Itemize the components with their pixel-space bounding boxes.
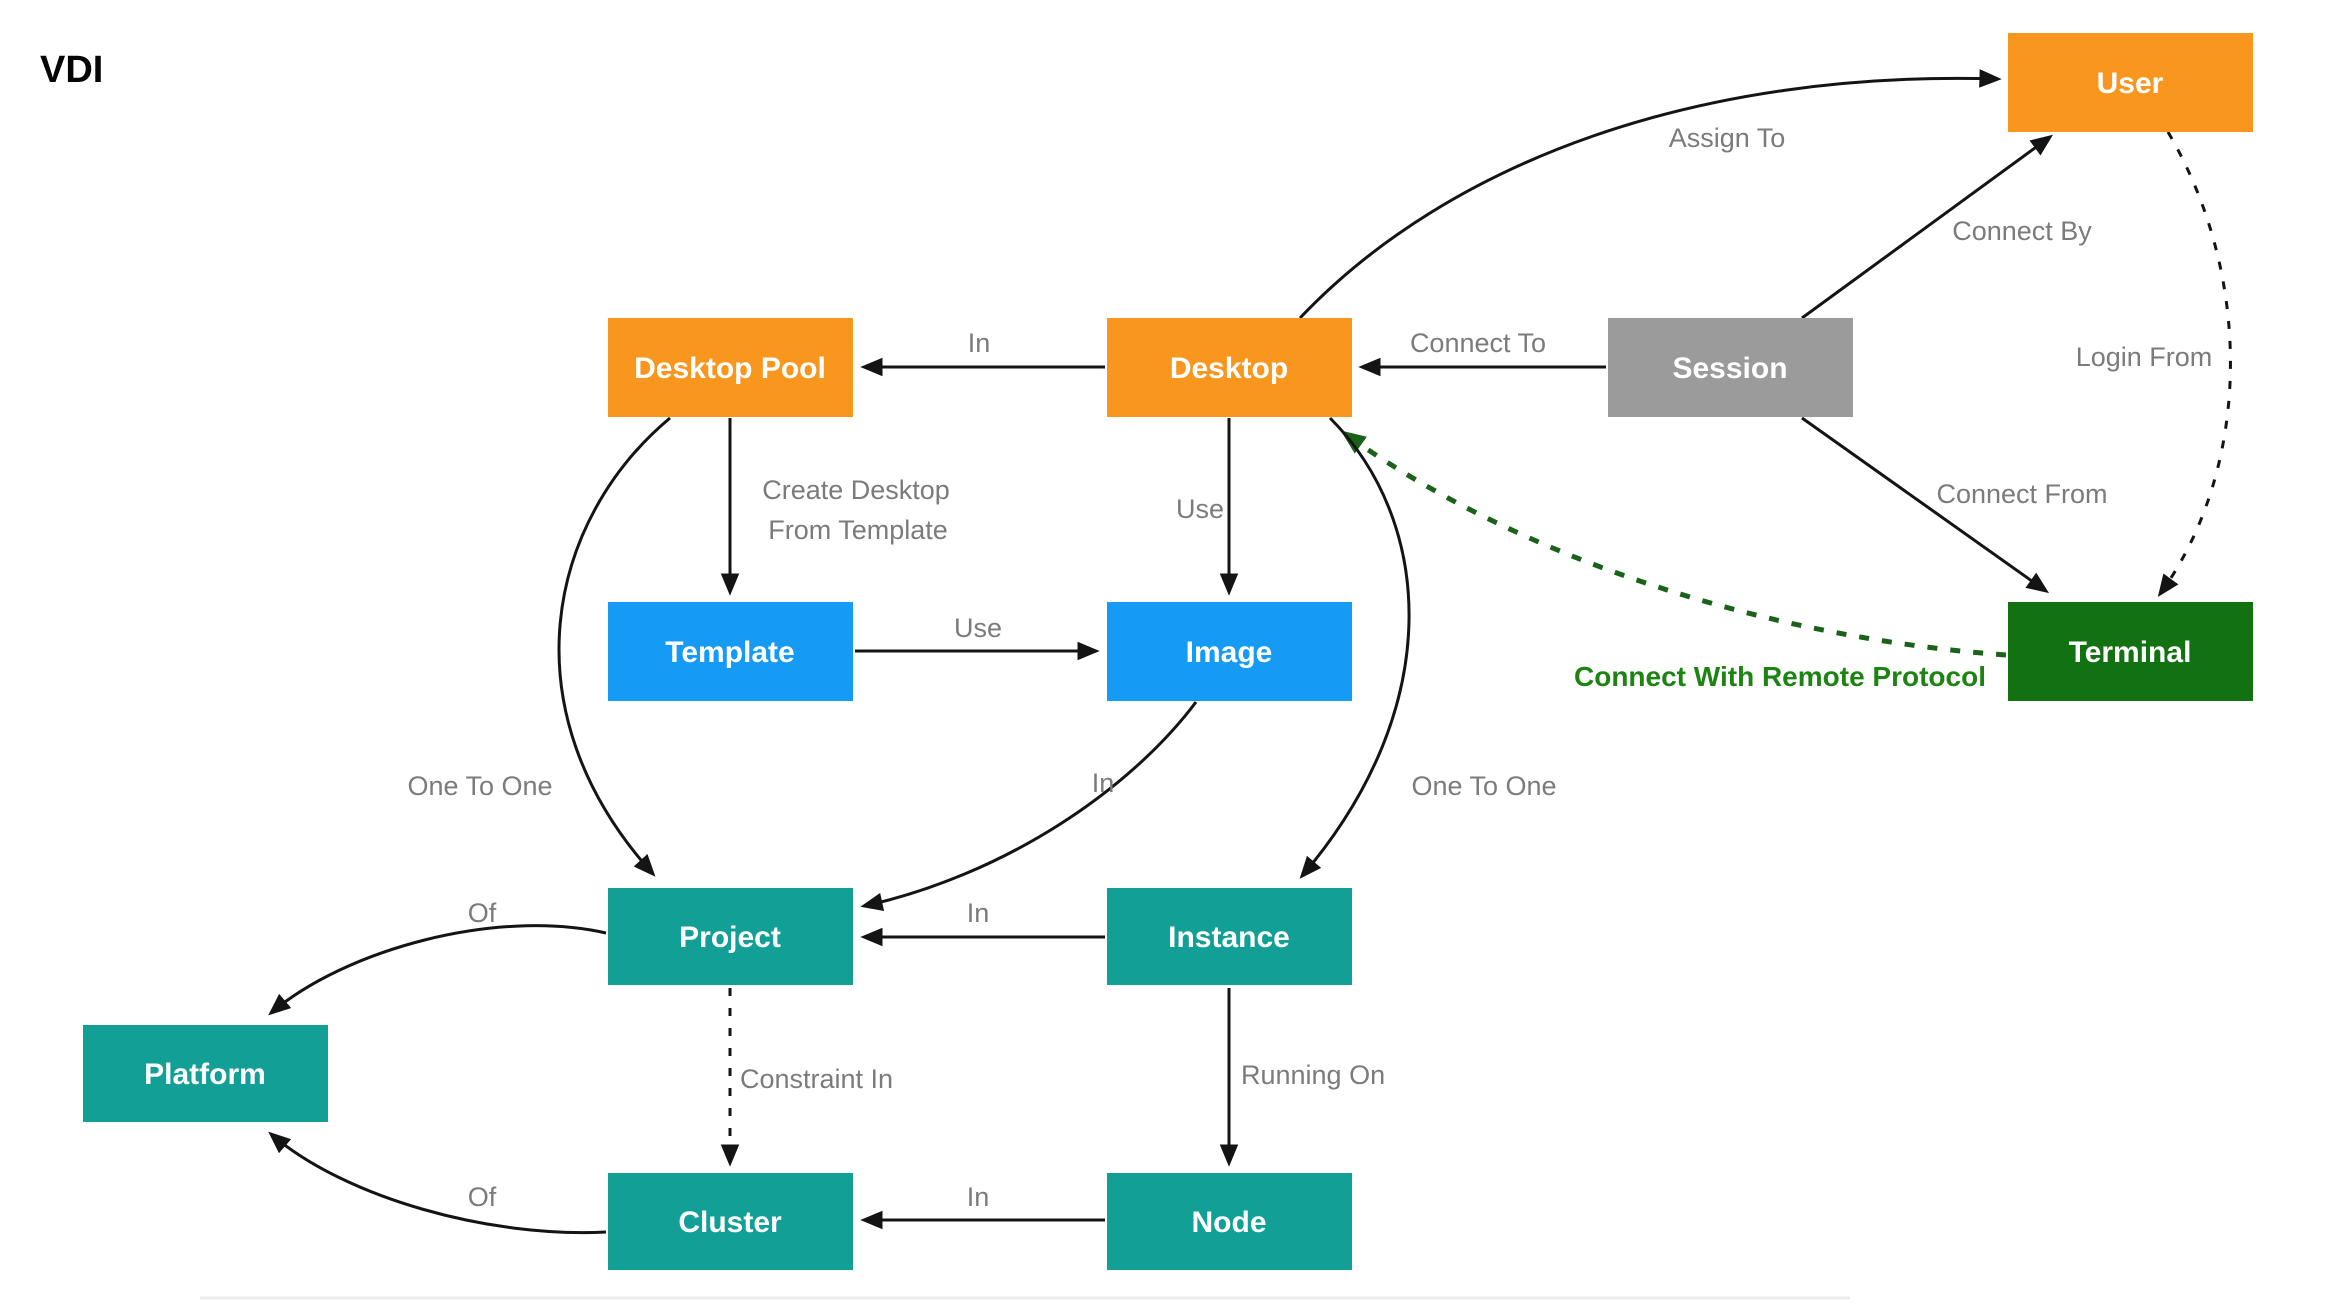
edge-label-constraint-in: Constraint In bbox=[740, 1064, 893, 1094]
edge-label-connect-by: Connect By bbox=[1952, 216, 2092, 246]
node-desktop-pool-box bbox=[608, 318, 853, 417]
node-cluster: Cluster bbox=[608, 1173, 853, 1270]
node-cluster-box bbox=[608, 1173, 853, 1270]
edge-label-in-instance-project: In bbox=[967, 898, 990, 928]
edge-label-one-to-one-left: One To One bbox=[407, 771, 552, 801]
edge-of-cluster-platform bbox=[268, 1131, 607, 1235]
node-template-label: Template bbox=[665, 636, 794, 669]
edge-label-use-desktop-image: Use bbox=[1176, 494, 1224, 524]
edge-connect-from bbox=[1801, 416, 2050, 594]
node-session: Session bbox=[1608, 318, 1853, 417]
edge-label-in-image-project: In bbox=[1092, 768, 1115, 798]
node-user: User bbox=[2008, 33, 2253, 132]
edge-label-of-bottom: Of bbox=[468, 1182, 497, 1212]
node-node-box bbox=[1107, 1173, 1352, 1270]
edge-label-connect-with-remote-protocol: Connect With Remote Protocol bbox=[1574, 661, 1986, 692]
node-desktop-pool-label: Desktop Pool bbox=[634, 352, 826, 385]
node-session-box bbox=[1608, 318, 1853, 417]
edge-one-to-one-pool-project bbox=[557, 416, 671, 877]
node-instance-label: Instance bbox=[1168, 921, 1290, 954]
node-platform-label: Platform bbox=[144, 1058, 266, 1091]
node-template-box bbox=[608, 602, 853, 701]
edge-label-connect-from: Connect From bbox=[1936, 479, 2107, 509]
edge-label-in-desktop-pool: In bbox=[968, 328, 991, 358]
node-cluster-label: Cluster bbox=[678, 1206, 782, 1239]
edge-label-assign-to: Assign To bbox=[1669, 123, 1786, 153]
node-project: Project bbox=[608, 888, 853, 985]
node-desktop-box bbox=[1107, 318, 1352, 417]
node-image-box bbox=[1107, 602, 1352, 701]
node-project-box bbox=[608, 888, 853, 985]
edge-assign-to bbox=[1298, 69, 2002, 320]
node-desktop-pool: Desktop Pool bbox=[608, 318, 853, 417]
edge-of-project-platform bbox=[268, 924, 607, 1016]
edge-label-running-on: Running On bbox=[1241, 1060, 1385, 1090]
edges: Assign To Connect By Login From Connect … bbox=[268, 69, 2232, 1235]
edge-login-from bbox=[2157, 131, 2232, 598]
node-user-box bbox=[2008, 33, 2253, 132]
node-node-label: Node bbox=[1192, 1206, 1267, 1239]
edge-label-connect-to: Connect To bbox=[1410, 328, 1546, 358]
edge-label-in-node-cluster: In bbox=[967, 1182, 990, 1212]
page-title: VDI bbox=[40, 49, 103, 91]
edge-label-of-top: Of bbox=[468, 898, 497, 928]
edge-label-one-to-one-right: One To One bbox=[1411, 771, 1556, 801]
edge-label-use-template-image: Use bbox=[954, 613, 1002, 643]
node-template: Template bbox=[608, 602, 853, 701]
edge-connect-with-remote-protocol bbox=[1340, 430, 2007, 658]
node-image: Image bbox=[1107, 602, 1352, 701]
node-terminal: Terminal bbox=[2008, 602, 2253, 701]
node-desktop: Desktop bbox=[1107, 318, 1352, 417]
node-instance: Instance bbox=[1107, 888, 1352, 985]
edge-label-create-desktop-line2: From Template bbox=[768, 515, 948, 545]
edge-one-to-one-desktop-instance bbox=[1299, 416, 1411, 879]
edge-label-login-from: Login From bbox=[2076, 342, 2213, 372]
node-image-label: Image bbox=[1186, 636, 1273, 669]
node-platform: Platform bbox=[83, 1025, 328, 1122]
node-session-label: Session bbox=[1672, 352, 1787, 385]
edge-connect-by bbox=[1801, 134, 2054, 320]
node-project-label: Project bbox=[679, 921, 781, 954]
node-terminal-box bbox=[2008, 602, 2253, 701]
node-terminal-label: Terminal bbox=[2069, 636, 2192, 669]
node-node: Node bbox=[1107, 1173, 1352, 1270]
node-desktop-label: Desktop bbox=[1170, 352, 1288, 385]
node-instance-box bbox=[1107, 888, 1352, 985]
node-user-label: User bbox=[2097, 67, 2164, 100]
edge-in-image-project bbox=[860, 701, 1198, 912]
node-platform-box bbox=[83, 1025, 328, 1122]
edge-label-create-desktop-line1: Create Desktop bbox=[762, 475, 950, 505]
